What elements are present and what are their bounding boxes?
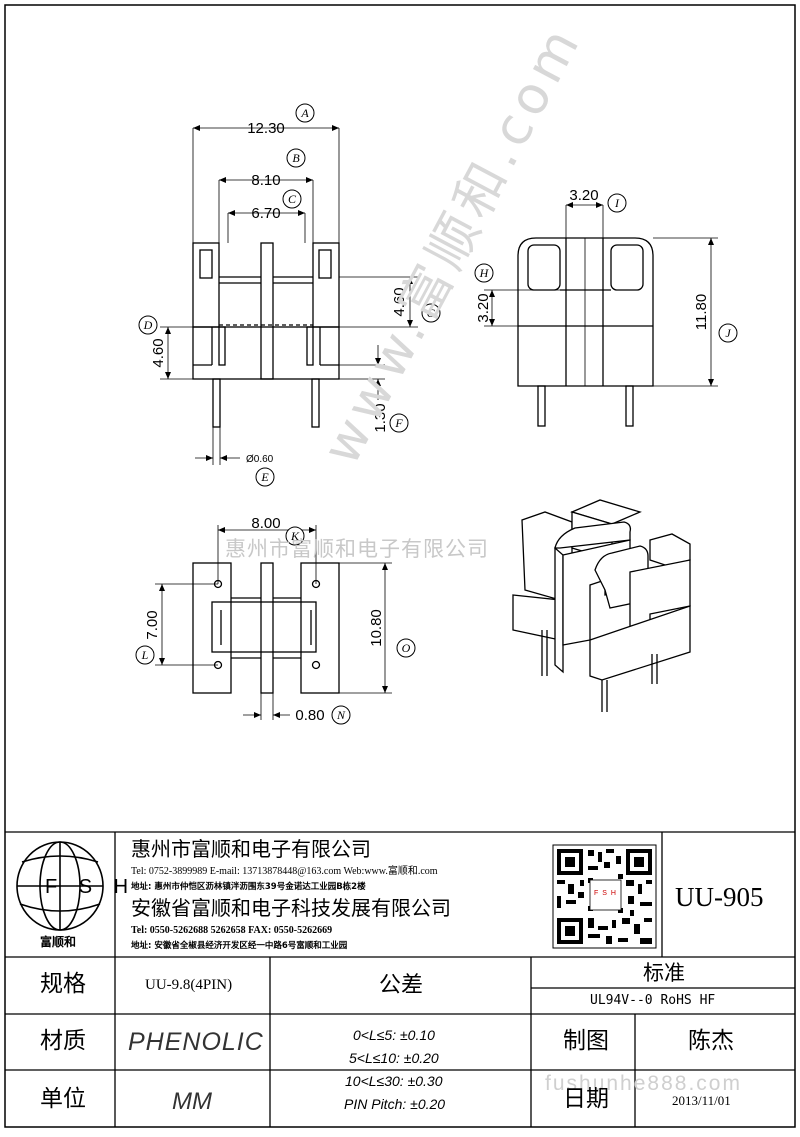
standard-label: 标准 — [643, 961, 685, 985]
balloon-j: J — [725, 326, 731, 340]
unit-label: 单位 — [40, 1086, 86, 1112]
drawn-by-value: 陈杰 — [688, 1028, 734, 1054]
centre-wall — [260, 242, 274, 380]
tolerance-label: 公差 — [379, 973, 424, 998]
bottom-view — [155, 525, 392, 720]
part-number: UU-905 — [675, 882, 764, 912]
bottom-right-flange — [300, 562, 340, 694]
balloon-a: A — [300, 106, 309, 120]
front-view-labels: 12.30 8.10 6.70 4.60 4.60 1.30 Ø0.60 — [150, 120, 408, 465]
material-value: PHENOLIC — [128, 1028, 264, 1056]
balloon-c: C — [288, 192, 297, 206]
side-pin-left — [537, 385, 546, 427]
date-value: 2013/11/01 — [672, 1093, 731, 1108]
dim-e: Ø0.60 — [246, 454, 274, 465]
dim-j: 11.80 — [693, 294, 710, 330]
balloon-i: I — [614, 196, 620, 210]
spec-label: 规格 — [40, 971, 86, 997]
sheet-border — [4, 4, 796, 1128]
company-2-address: 地址: 安徽省全椒县经济开发区经一中路6号富顺和工业园 — [131, 941, 348, 951]
logo-caption: 富顺和 — [40, 935, 77, 949]
balloon-b: B — [292, 151, 300, 165]
dim-a: 12.30 — [247, 120, 285, 137]
qr-code — [552, 844, 657, 949]
balloon-e: E — [260, 470, 269, 484]
balloon-k: K — [290, 529, 300, 543]
dim-c: 6.70 — [251, 205, 280, 222]
bottom-left-flange — [192, 562, 232, 694]
company-1-address: 地址: 惠州市仲恺区沥林镇泮沥围东39号金诺达工业园B栋2楼 — [131, 882, 366, 892]
dim-k: 8.00 — [251, 515, 280, 532]
front-view-balloons: A B C G D F E — [138, 103, 441, 487]
side-body — [517, 237, 654, 387]
tolerance-row-2: 5<L≤10: ±0.20 — [349, 1050, 439, 1066]
watermark-company: 惠州市富顺和电子有限公司 — [225, 537, 489, 561]
side-pin-right — [625, 385, 634, 427]
dim-h: 3.20 — [475, 293, 492, 322]
dim-i: 3.20 — [569, 187, 598, 204]
right-flange — [312, 242, 340, 328]
dim-g: 4.60 — [391, 287, 408, 316]
title-block-grid — [5, 831, 795, 1127]
bottom-view-balloons: K L O N — [135, 526, 416, 725]
balloon-g: G — [427, 306, 436, 320]
material-label: 材质 — [40, 1028, 86, 1054]
dim-o: 10.80 — [368, 609, 385, 647]
unit-value: MM — [172, 1088, 212, 1115]
watermark-website: fushunhe888.com — [545, 1072, 742, 1095]
balloon-d: D — [143, 318, 153, 332]
drawn-by-label: 制图 — [563, 1028, 609, 1054]
standard-value: UL94V--0 RoHS HF — [590, 993, 716, 1008]
left-flange — [192, 242, 220, 328]
company-2-contact: Tel: 0550-5262688 5262658 FAX: 0550-5262… — [131, 925, 333, 936]
date-label: 日期 — [563, 1086, 609, 1112]
balloon-o: O — [402, 641, 411, 655]
company-2-name: 安徽省富顺和电子科技发展有限公司 — [131, 896, 451, 920]
pin-left — [212, 378, 221, 428]
bottom-view-labels: 8.00 7.00 10.80 0.80 — [144, 515, 385, 724]
side-view-labels: 3.20 3.20 11.80 — [475, 187, 710, 330]
tolerance-row-1: 0<L≤5: ±0.10 — [353, 1027, 435, 1043]
balloon-h: H — [479, 266, 490, 280]
company-1-name: 惠州市富顺和电子有限公司 — [131, 837, 371, 861]
side-view-balloons: I H J — [474, 193, 738, 343]
fsh-logo — [16, 841, 104, 931]
dim-b: 8.10 — [251, 172, 280, 189]
front-view — [160, 125, 418, 465]
qr-caption: F S H — [594, 890, 617, 897]
dim-f: 1.30 — [372, 403, 389, 432]
pin-right — [311, 378, 320, 428]
side-view — [484, 202, 718, 427]
balloon-n: N — [336, 708, 346, 722]
logo-letters: F S H — [45, 876, 137, 898]
balloon-f: F — [394, 416, 403, 430]
tolerance-row-4: PIN Pitch: ±0.20 — [344, 1096, 446, 1112]
company-1-contact: Tel: 0752-3899989 E-mail: 13713878448@16… — [131, 866, 438, 877]
dim-n: 0.80 — [295, 707, 324, 724]
isometric-view — [512, 499, 691, 712]
spec-value: UU-9.8(4PIN) — [145, 977, 233, 993]
dim-l: 7.00 — [144, 610, 161, 639]
dim-d: 4.60 — [150, 338, 167, 367]
balloon-l: L — [141, 648, 149, 662]
tolerance-row-3: 10<L≤30: ±0.30 — [345, 1073, 443, 1089]
